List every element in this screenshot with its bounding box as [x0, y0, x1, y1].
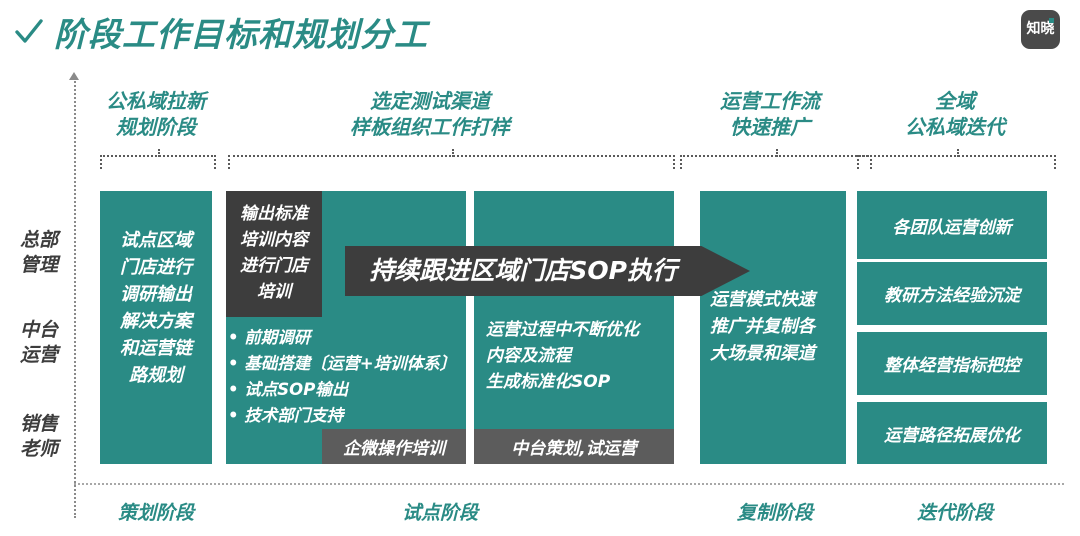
- column-2-header-box[interactable]: 输出标准 培训内容 进行门店 培训: [226, 191, 322, 317]
- row-label-midplatform-ops: 中台 运营: [19, 319, 58, 366]
- column-5-box-3[interactable]: 整体经营指标把控: [857, 329, 1047, 395]
- y-axis-arrow-icon: [69, 72, 79, 80]
- brand-logo-text: 知晓: [1026, 21, 1055, 37]
- column-3-block[interactable]: [474, 191, 674, 464]
- check-icon: [15, 19, 43, 43]
- bracket-tick: [158, 149, 160, 157]
- arrow-banner-label: 持续跟进区域门店SOP执行: [369, 256, 677, 285]
- phase-header-3: 运营工作流 快速推广: [720, 89, 820, 139]
- stage-label-3: 复制阶段: [736, 502, 813, 524]
- column-5-box-1[interactable]: 各团队运营创新: [857, 191, 1047, 259]
- brand-logo-accent-dot: [1049, 18, 1054, 23]
- column-5-box-2[interactable]: 教研方法经验沉淀: [857, 259, 1047, 325]
- column-1-text: 试点区域 门店进行 调研输出 解决方案 和运营链 路规划: [120, 230, 192, 386]
- row-label-hq-management: 总部 管理: [19, 229, 58, 276]
- y-axis-line: [74, 78, 76, 518]
- column-2-bullet-list: • 前期调研 • 基础搭建〔运营+培训体系〕 • 试点SOP输出 • 技术部门支…: [228, 328, 457, 425]
- phase-bracket-3: [680, 149, 872, 169]
- column-2-header-text: 输出标准 培训内容 进行门店 培训: [240, 204, 308, 302]
- column-4-block[interactable]: [700, 191, 846, 464]
- stage-label-1: 策划阶段: [117, 502, 194, 524]
- bracket-tick: [451, 149, 454, 157]
- progress-arrow-banner[interactable]: 持续跟进区域门店SOP执行: [345, 246, 750, 296]
- page-header: 阶段工作目标和规划分工 知晓: [0, 0, 1080, 66]
- column-3-text: 运营过程中不断优化 内容及流程 生成标准化SOP: [486, 320, 639, 392]
- phase-bracket-4: [857, 149, 1056, 169]
- column-3-bottom-bar[interactable]: 中台策划,试运营: [474, 429, 674, 464]
- phase-header-4: 全域 公私域迭代: [905, 89, 1005, 139]
- bracket-tick: [956, 149, 959, 157]
- stage-label-4: 迭代阶段: [916, 502, 993, 524]
- phase-header-2: 选定测试渠道 样板组织工作打样: [350, 89, 510, 139]
- page-title: 阶段工作目标和规划分工: [54, 15, 428, 54]
- bracket-tick: [776, 149, 778, 157]
- column-4-text: 运营模式快速 推广并复制各 大场景和渠道: [710, 290, 815, 364]
- column-1-block[interactable]: 试点区域 门店进行 调研输出 解决方案 和运营链 路规划: [100, 191, 212, 464]
- x-axis-line: [74, 483, 1064, 485]
- arrow-shape-icon: [345, 246, 750, 296]
- column-5-box-4[interactable]: 运营路径拓展优化: [857, 399, 1047, 464]
- phase-bracket-1: [100, 149, 216, 169]
- row-label-sales-teacher: 销售 老师: [19, 413, 58, 460]
- stage-label-2: 试点阶段: [401, 502, 478, 524]
- brand-logo: 知晓: [1021, 10, 1060, 49]
- phase-bracket-2: [228, 149, 675, 169]
- column-2-bottom-bar[interactable]: 企微操作培训: [322, 429, 466, 464]
- phase-header-1: 公私域拉新 规划阶段: [106, 89, 206, 139]
